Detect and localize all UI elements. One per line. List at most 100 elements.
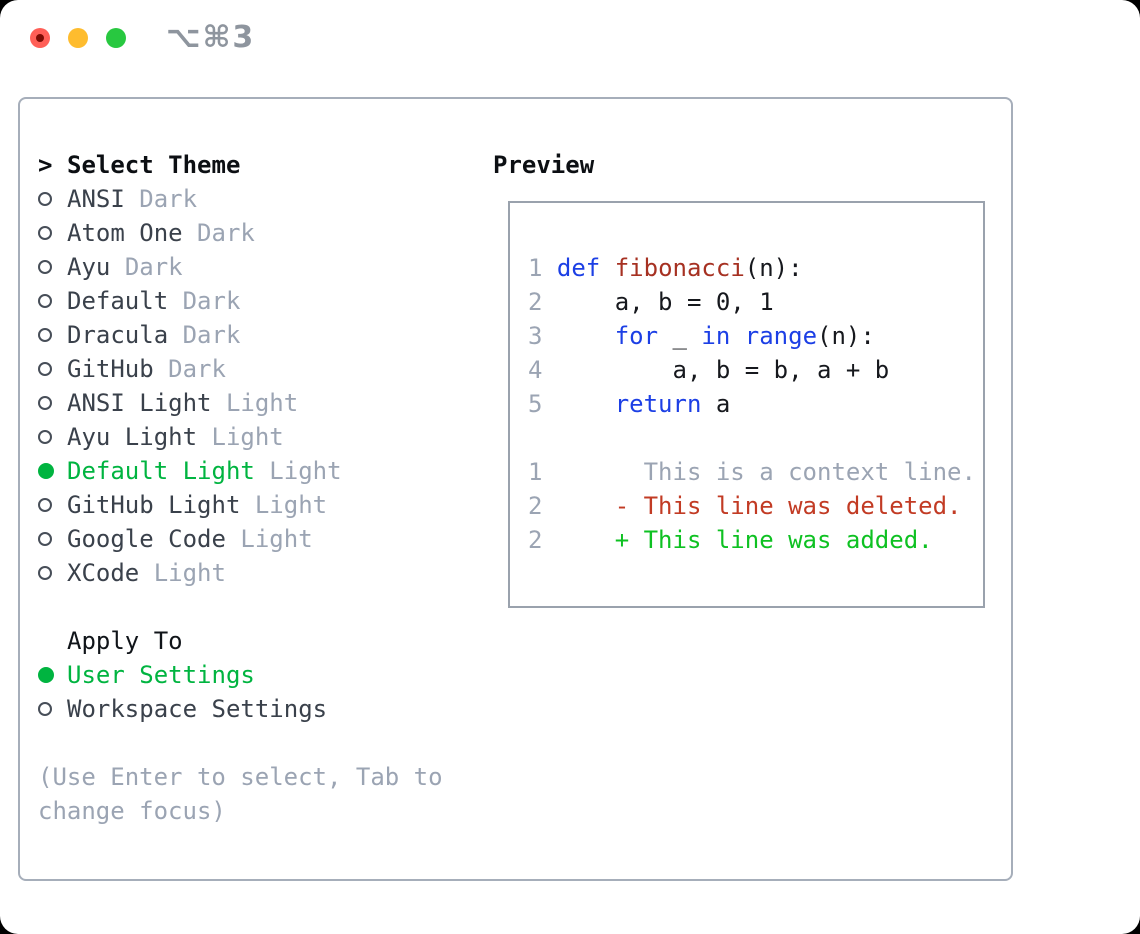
theme-option-ayu-light[interactable]: Ayu Light Light — [38, 420, 488, 454]
theme-variant: Dark — [197, 219, 255, 247]
code-token — [730, 322, 744, 350]
theme-option-label: Dracula Dark — [67, 321, 240, 349]
theme-variant: Light — [254, 491, 328, 519]
apply-to-title: Apply To — [67, 627, 183, 655]
apply-to-header: Apply To — [38, 624, 488, 658]
line-number: 3 — [528, 322, 557, 350]
radio-icon — [38, 532, 67, 546]
prompt-caret: > — [38, 151, 53, 179]
radio-icon — [38, 362, 67, 376]
theme-option-google-code[interactable]: Google Code Light — [38, 522, 488, 556]
theme-option-label: GitHub Dark — [67, 355, 226, 383]
code-token: def — [556, 254, 601, 282]
theme-option-label: Default Dark — [67, 287, 240, 315]
radio-icon — [38, 396, 67, 410]
code-line: 1 def fibonacci(n): — [528, 251, 983, 285]
theme-option-github[interactable]: GitHub Dark — [38, 352, 488, 386]
theme-option-default-light[interactable]: Default Light Light — [38, 454, 488, 488]
radio-dot — [38, 396, 52, 410]
radio-dot — [38, 294, 52, 308]
theme-variant: Light — [153, 559, 226, 587]
theme-option-ansi-light[interactable]: ANSI Light Light — [38, 386, 488, 420]
radio-icon — [38, 328, 67, 342]
code-line: 3 for _ in range(n): — [528, 319, 983, 353]
line-number: 2 — [528, 288, 557, 316]
radio-icon — [38, 702, 67, 716]
radio-dot — [38, 532, 52, 546]
code-token: _ — [658, 322, 702, 350]
theme-name: Default Light — [67, 457, 255, 485]
apply-option-label: Workspace Settings — [67, 695, 327, 723]
titlebar: ⌥⌘3 — [0, 0, 1140, 78]
theme-option-label: Google Code Light — [67, 525, 313, 553]
theme-name: Google Code — [67, 525, 226, 553]
radio-selected-icon — [38, 667, 67, 683]
theme-name: Dracula — [67, 321, 169, 349]
theme-picker-title: Select Theme — [67, 151, 241, 179]
radio-selected-icon — [38, 463, 67, 479]
theme-name: XCode — [67, 559, 140, 587]
theme-option-atom-one[interactable]: Atom One Dark — [38, 216, 488, 250]
theme-name: GitHub — [67, 355, 154, 383]
radio-icon — [38, 226, 67, 240]
theme-variant: Light — [240, 525, 313, 553]
code-token: + This line was added. — [556, 526, 933, 554]
theme-option-ayu[interactable]: Ayu Dark — [38, 250, 488, 284]
radio-dot — [38, 498, 52, 512]
theme-option-default[interactable]: Default Dark — [38, 284, 488, 318]
radio-icon — [38, 192, 67, 206]
radio-dot — [38, 566, 52, 580]
theme-option-github-light[interactable]: GitHub Light Light — [38, 488, 488, 522]
theme-variant: Light — [269, 457, 342, 485]
radio-dot — [38, 667, 54, 683]
theme-name: Ayu Light — [67, 423, 198, 451]
theme-variant: Light — [225, 389, 299, 417]
code-line — [528, 421, 983, 455]
theme-option-label: Default Light Light — [67, 457, 342, 485]
code-token: in — [701, 322, 731, 350]
code-token — [600, 254, 614, 282]
apply-option-name: Workspace Settings — [67, 695, 328, 723]
line-number: 5 — [528, 390, 557, 418]
code-token: (n): — [744, 254, 803, 282]
theme-option-label: Ayu Dark — [67, 253, 183, 281]
radio-dot — [38, 328, 52, 342]
code-line: 2 + This line was added. — [528, 523, 983, 557]
code-line: 5 return a — [528, 387, 983, 421]
theme-option-label: XCode Light — [67, 559, 226, 587]
radio-dot — [38, 463, 54, 479]
code-token: a — [701, 390, 731, 418]
theme-name: Default — [67, 287, 169, 315]
line-number: 2 — [528, 492, 557, 520]
theme-option-ansi[interactable]: ANSI Dark — [38, 182, 488, 216]
line-number: 2 — [528, 526, 557, 554]
code-token — [557, 390, 615, 418]
line-number: 1 — [528, 254, 557, 282]
code-line: 2 - This line was deleted. — [528, 489, 983, 523]
minimize-button-icon[interactable] — [68, 28, 88, 48]
apply-option-user-settings[interactable]: User Settings — [38, 658, 488, 692]
close-button-icon[interactable] — [30, 28, 50, 48]
theme-name: GitHub Light — [67, 491, 241, 519]
zoom-button-icon[interactable] — [106, 28, 126, 48]
theme-name: Ayu — [67, 253, 111, 281]
radio-dot — [38, 430, 52, 444]
keyboard-hint-text: (Use Enter to select, Tab to change focu… — [38, 763, 443, 825]
code-token: a, b = b, a + b — [556, 356, 890, 384]
code-token: fibonacci — [614, 254, 745, 282]
theme-variant: Dark — [182, 287, 241, 315]
code-token: This is a context line. — [556, 458, 976, 486]
apply-option-workspace-settings[interactable]: Workspace Settings — [38, 692, 488, 726]
spacer — [38, 590, 488, 624]
theme-option-xcode[interactable]: XCode Light — [38, 556, 488, 590]
code-line: 1 This is a context line. — [528, 455, 983, 489]
code-line: 4 a, b = b, a + b — [528, 353, 983, 387]
code-token: (n): — [817, 322, 875, 350]
theme-option-dracula[interactable]: Dracula Dark — [38, 318, 488, 352]
theme-variant: Dark — [182, 321, 241, 349]
theme-picker-header: > Select Theme — [38, 148, 488, 182]
